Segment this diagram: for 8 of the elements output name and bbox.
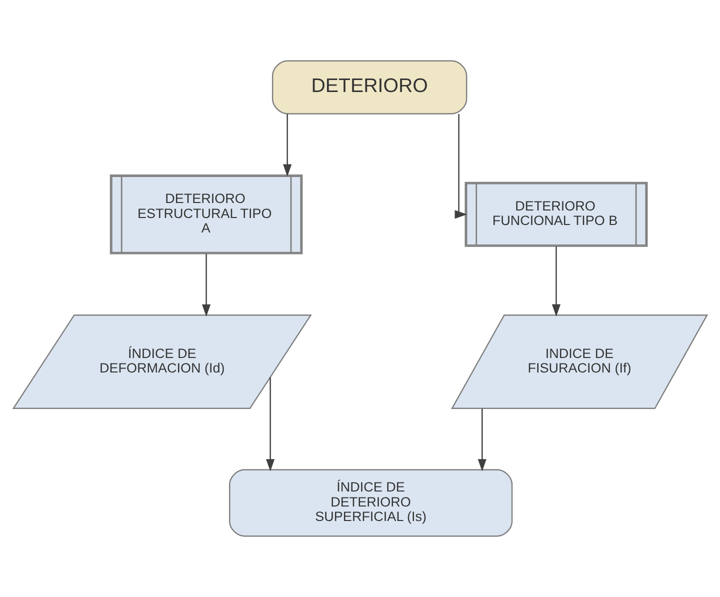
arrow xyxy=(454,114,468,219)
arrow xyxy=(552,246,561,317)
arrow xyxy=(266,377,275,472)
node-box: ÍNDICE DE DETERIORO SUPERFICIAL (Is) xyxy=(229,469,513,537)
arrow xyxy=(478,408,486,472)
arrow xyxy=(202,254,211,317)
node-box: DETERIORO xyxy=(272,60,468,114)
arrow xyxy=(283,114,292,177)
